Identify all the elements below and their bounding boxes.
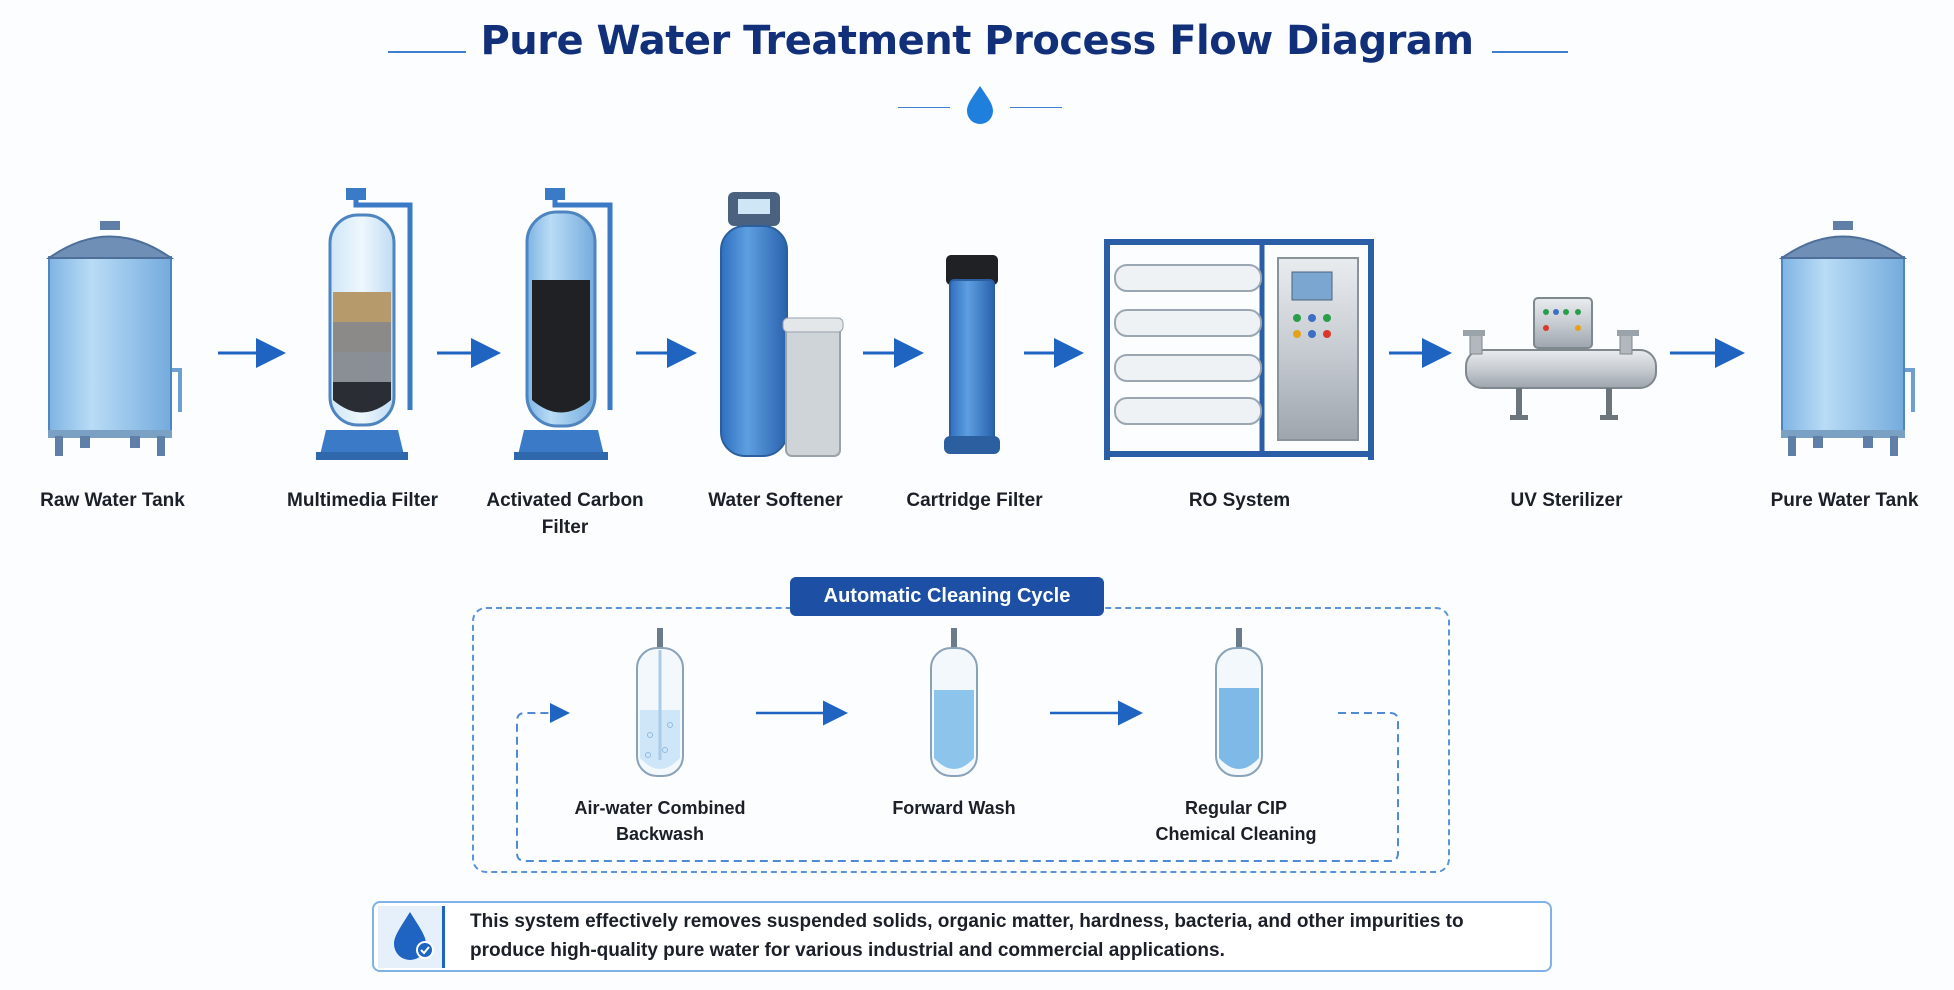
label-cartridge-filter: Cartridge Filter xyxy=(906,490,1043,511)
label-line: Backwash xyxy=(615,824,705,844)
note-icon-panel xyxy=(378,906,445,968)
ro-system-icon xyxy=(1104,239,1374,460)
cleaning-cycle-title: Automatic Cleaning Cycle xyxy=(790,577,1104,616)
note-text: This system effectively removes suspende… xyxy=(470,907,1540,965)
title-left-rule xyxy=(388,51,466,53)
cycle-return-arrow xyxy=(516,703,1399,862)
cartridge-filter-icon xyxy=(944,255,1000,454)
label-line: Activated Carbon xyxy=(486,490,644,511)
page-title: Pure Water Treatment Process Flow Diagra… xyxy=(480,18,1474,64)
drop-left-rule xyxy=(898,107,950,108)
label-line: Regular CIP xyxy=(1184,798,1288,818)
note-line: This system effectively removes suspende… xyxy=(470,911,1464,932)
activated-carbon-filter-icon xyxy=(514,188,613,460)
info-note-box xyxy=(372,901,1552,972)
label-raw-water-tank: Raw Water Tank xyxy=(40,490,185,511)
label-uv-sterilizer: UV Sterilizer xyxy=(1510,490,1623,511)
note-line: produce high-quality pure water for vari… xyxy=(470,940,1225,961)
drop-right-rule xyxy=(1010,107,1062,108)
cycle-step-forward-wash: Forward Wash xyxy=(854,795,1054,821)
raw-water-tank-icon xyxy=(45,221,182,456)
label-line: Forward Wash xyxy=(892,798,1016,818)
multimedia-filter-icon xyxy=(316,188,413,460)
label-multimedia-filter: Multimedia Filter xyxy=(287,490,438,511)
forward-wash-vessel-icon xyxy=(930,628,978,777)
label-line: Chemical Cleaning xyxy=(1155,824,1317,844)
label-line: Filter xyxy=(541,517,589,538)
cycle-step-backwash: Air-water Combined Backwash xyxy=(560,795,760,847)
label-water-softener: Water Softener xyxy=(708,490,843,511)
label-pure-water-tank: Pure Water Tank xyxy=(1770,490,1919,511)
pure-water-tank-icon xyxy=(1778,221,1915,456)
cip-vessel-icon xyxy=(1215,628,1263,777)
backwash-vessel-icon xyxy=(636,628,684,777)
cycle-step-cip: Regular CIP Chemical Cleaning xyxy=(1136,795,1336,847)
title-right-rule xyxy=(1492,51,1568,53)
uv-sterilizer-icon xyxy=(1463,297,1657,420)
label-line: Air-water Combined xyxy=(574,798,746,818)
label-ro-system: RO System xyxy=(1188,490,1291,511)
label-activated-carbon-filter: Activated Carbon Filter xyxy=(470,487,660,541)
water-softener-icon xyxy=(720,192,844,457)
